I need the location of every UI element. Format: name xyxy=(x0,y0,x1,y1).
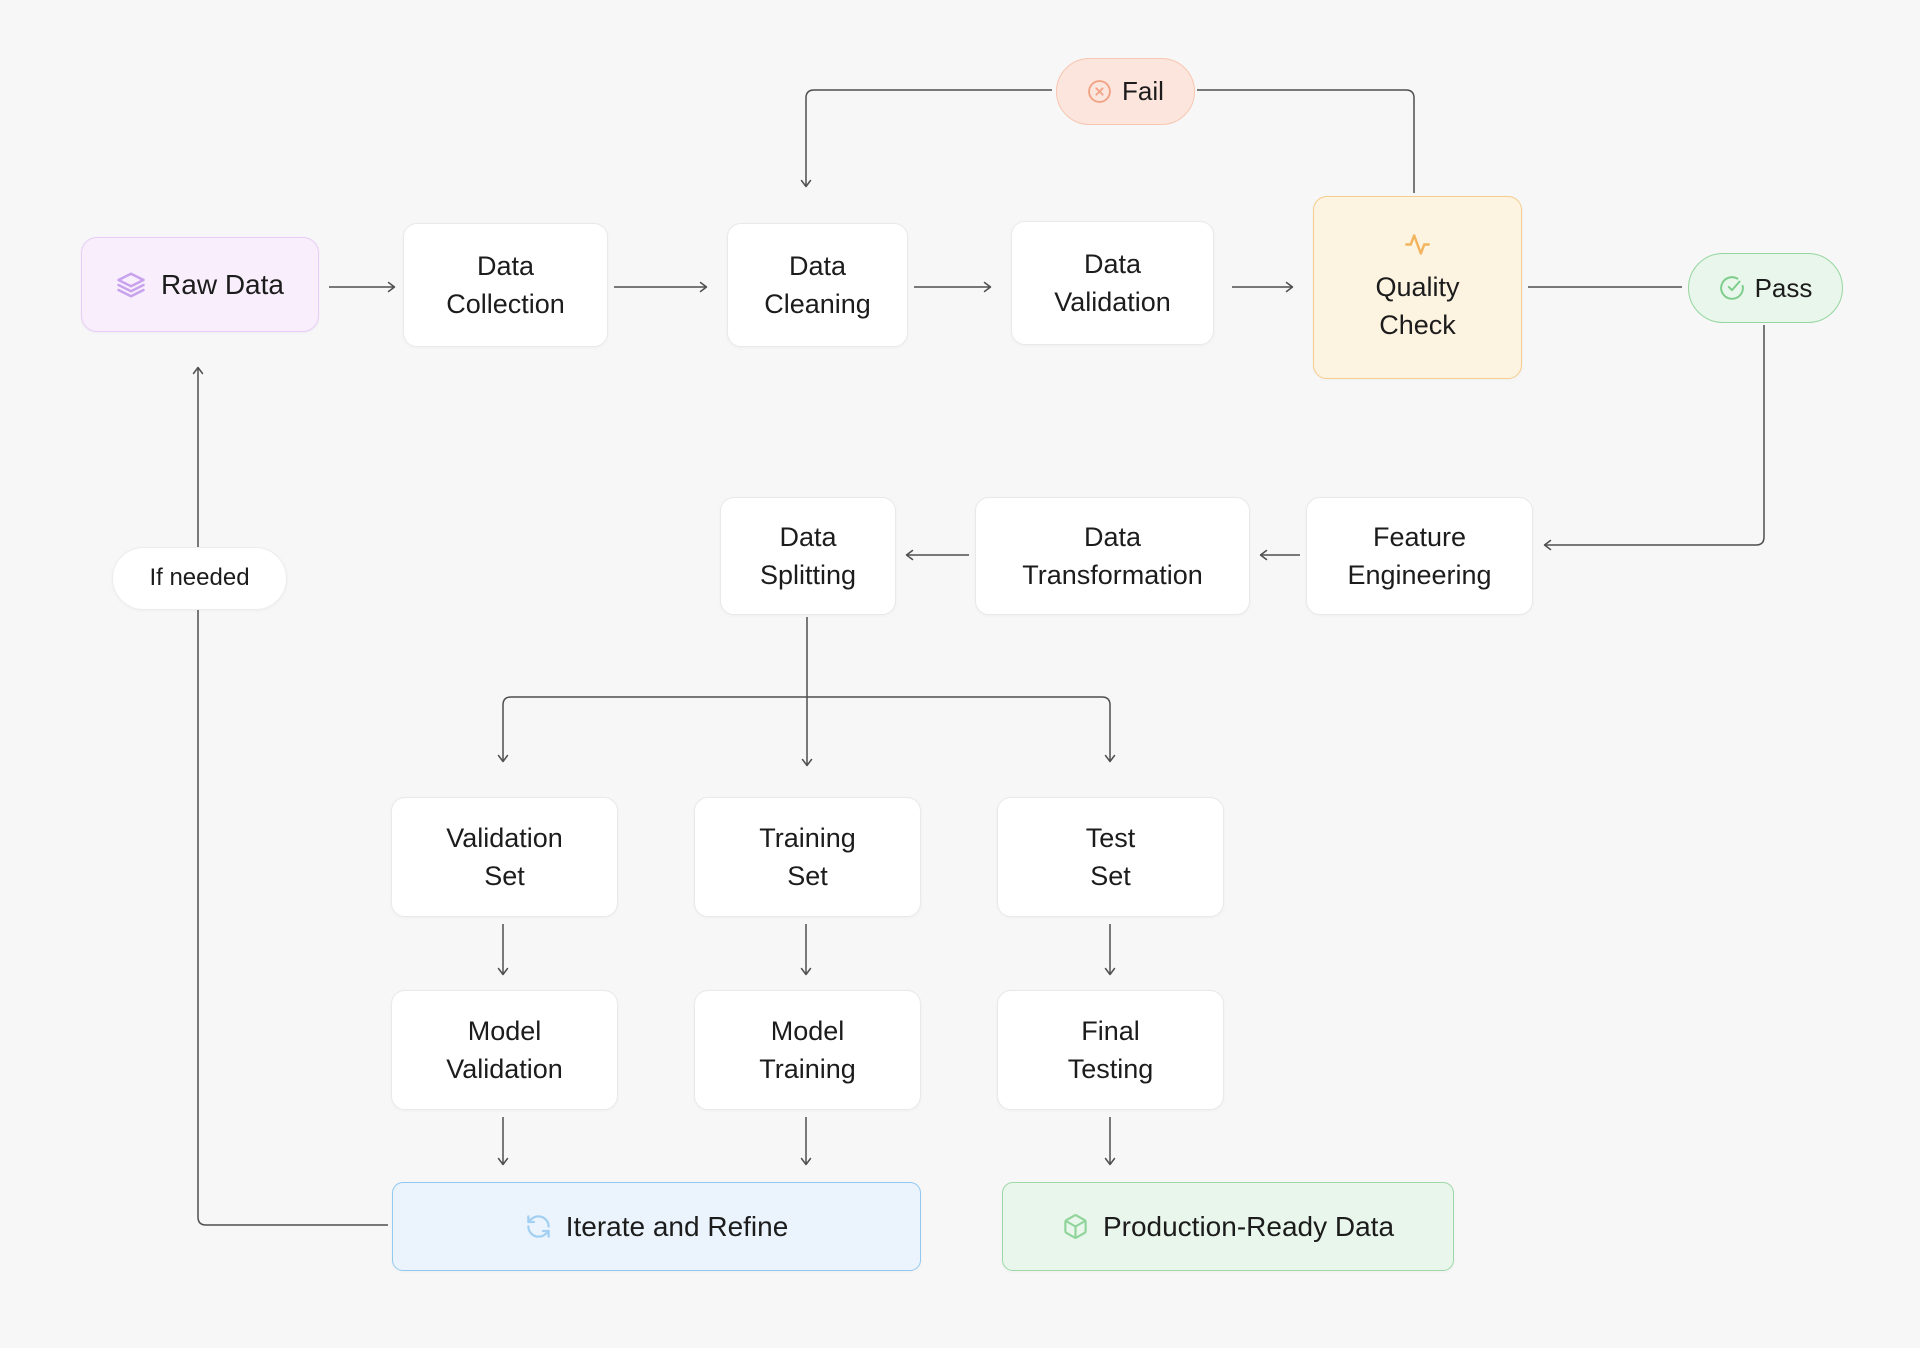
badge-label: Fail xyxy=(1122,76,1164,107)
node-data-collection: Data Collection xyxy=(403,223,608,347)
node-training-set: Training Set xyxy=(694,797,921,917)
edge-qualitycheck-to-fail xyxy=(1197,89,1415,193)
node-label: Quality Check xyxy=(1375,271,1460,340)
check-circle-icon xyxy=(1719,275,1745,301)
activity-icon xyxy=(1404,231,1431,258)
badge-pass: Pass xyxy=(1688,253,1843,323)
node-model-training: Model Training xyxy=(694,990,921,1110)
edge-splitting-testset xyxy=(807,696,1116,763)
banner-label: Production-Ready Data xyxy=(1102,1210,1395,1242)
node-validation-set: Validation Set xyxy=(391,797,618,917)
badge-if-needed: If needed xyxy=(112,547,287,610)
node-data-transformation: Data Transformation xyxy=(975,497,1250,615)
node-label: Data Validation xyxy=(1054,248,1171,317)
node-label: Training Set xyxy=(759,822,856,891)
badge-label: Pass xyxy=(1754,272,1813,303)
layers-icon xyxy=(116,270,146,300)
node-label: Data Collection xyxy=(446,250,565,319)
node-data-validation: Data Validation xyxy=(1011,221,1214,345)
node-model-validation: Model Validation xyxy=(391,990,618,1110)
x-circle-icon xyxy=(1087,79,1112,104)
node-label: Data Splitting xyxy=(759,521,857,590)
node-test-set: Test Set xyxy=(997,797,1224,917)
node-production-ready-data: Production-Ready Data xyxy=(1002,1182,1454,1271)
node-label: Final Testing xyxy=(1067,1015,1154,1084)
node-data-cleaning: Data Cleaning xyxy=(727,223,908,347)
edge-iterate-loop-to-rawdata xyxy=(192,366,388,1226)
node-quality-check: Quality Check xyxy=(1313,196,1522,379)
package-icon xyxy=(1062,1213,1089,1240)
node-feature-engineering: Feature Engineering xyxy=(1306,497,1533,615)
edge-pass-to-featureengineering xyxy=(1543,325,1765,551)
node-label: Data Transformation xyxy=(1022,521,1203,590)
node-label: Model Training xyxy=(759,1015,856,1084)
banner-label: Iterate and Refine xyxy=(565,1210,789,1242)
node-label: Raw Data xyxy=(161,268,284,300)
node-label: Feature Engineering xyxy=(1347,521,1492,590)
node-label: Test Set xyxy=(1085,822,1136,891)
node-label: Model Validation xyxy=(446,1015,563,1084)
badge-fail: Fail xyxy=(1056,58,1195,125)
node-label: Data Cleaning xyxy=(764,250,871,319)
refresh-icon xyxy=(525,1213,552,1240)
node-data-splitting: Data Splitting xyxy=(720,497,896,615)
node-iterate-and-refine: Iterate and Refine xyxy=(392,1182,921,1271)
badge-label: If needed xyxy=(149,564,250,592)
node-label: Validation Set xyxy=(446,822,563,891)
node-raw-data: Raw Data xyxy=(81,237,319,332)
edge-fail-to-cleaning xyxy=(800,89,1052,188)
edge-splitting-validationset xyxy=(497,696,807,763)
node-final-testing: Final Testing xyxy=(997,990,1224,1110)
